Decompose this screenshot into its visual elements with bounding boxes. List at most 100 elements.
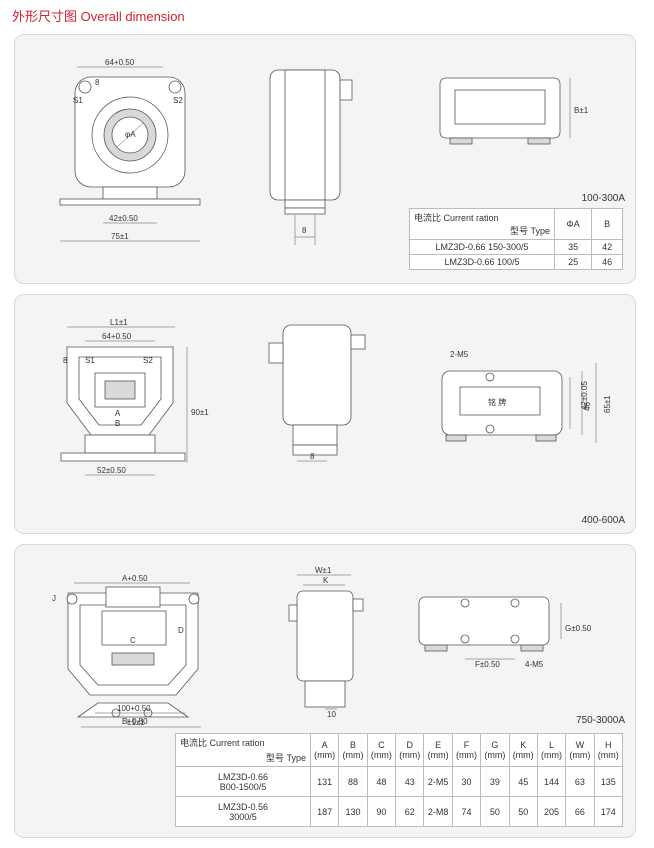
cell-value: 144 xyxy=(536,766,567,797)
cell-value: 130 xyxy=(338,796,368,827)
panel-400-600a: L1±1 64+0.50 8 S1 S2 A B 90±1 52±0.50 8 … xyxy=(14,294,636,534)
dim-side-8: 8 xyxy=(302,226,307,235)
dim-b: B+0.50 xyxy=(122,717,148,726)
range-label: 400-600A xyxy=(581,515,625,526)
top-view-drawing: 2-M5 铭 牌 42±0.05 46 65±1 xyxy=(441,350,612,443)
cell-type: LMZ3D-0.66 100/5 xyxy=(409,254,555,270)
table-row: LMZ3D-0.66 150-300/5 35 42 xyxy=(409,239,623,255)
dim-75: 75±1 xyxy=(111,232,129,241)
nameplate-label: 铭 牌 xyxy=(488,397,506,407)
spec-table-1: 电流比 Current ration 型号 Type ΦA B LMZ3D-0.… xyxy=(409,208,623,270)
dim-height-90: 90±1 xyxy=(191,408,209,417)
cell-value: 88 xyxy=(338,766,368,797)
cell-value: 45 xyxy=(508,766,538,797)
dim-width-64: 64+0.50 xyxy=(105,58,135,67)
col-header: C(mm) xyxy=(366,733,397,767)
front-view-drawing: A+0.50 J C D B+0.50 xyxy=(52,574,200,726)
table-header-row: 电流比 Current ration 型号 Type ΦA B xyxy=(409,208,623,240)
header-diagonal: 电流比 Current ration 型号 Type xyxy=(409,208,555,240)
col-header: H(mm) xyxy=(593,733,624,767)
dim-42: 42±0.50 xyxy=(109,214,138,223)
dim-a: A xyxy=(115,409,121,418)
col-header: L(mm) xyxy=(536,733,567,767)
dim-j: J xyxy=(52,594,56,603)
table-header-row: 电流比 Current ration 型号 Type A(mm) B(mm) C… xyxy=(175,733,624,767)
col-header: A(mm) xyxy=(309,733,340,767)
range-label: 100-300A xyxy=(581,193,625,204)
dim-52: 52±0.50 xyxy=(97,466,126,475)
dim-side-10: 10 xyxy=(327,710,336,719)
range-label: 750-3000A xyxy=(576,715,625,726)
dim-c: C xyxy=(130,636,136,645)
bottom-dims: 100+0.50 L1±1 xyxy=(81,704,201,728)
cell-value: 46 xyxy=(591,254,623,270)
cell-value: 205 xyxy=(536,796,567,827)
terminal-s2: S2 xyxy=(143,356,153,365)
terminal-s1: S1 xyxy=(85,356,95,365)
dim-width-64: 64+0.50 xyxy=(102,332,132,341)
col-header: F(mm) xyxy=(451,733,482,767)
cell-value: 174 xyxy=(593,796,624,827)
dim-d: D xyxy=(178,626,184,635)
top-view-drawing: B±1 xyxy=(439,77,589,145)
cell-type: LMZ3D-0.66 150-300/5 xyxy=(409,239,555,255)
header-current-ration: 电流比 Current ration xyxy=(180,738,265,748)
col-b: B xyxy=(591,208,623,240)
cell-value: 50 xyxy=(480,796,510,827)
col-header: K(mm) xyxy=(508,733,538,767)
dim-4-m5: 4-M5 xyxy=(525,660,544,669)
dim-l1: L1±1 xyxy=(127,718,145,727)
page-heading: 外形尺寸图 Overall dimension xyxy=(12,9,185,24)
front-view-drawing: L1±1 64+0.50 8 S1 S2 A B 90±1 52±0.50 xyxy=(60,318,209,476)
cell-value: 2-M8 xyxy=(423,796,453,827)
cell-value: 63 xyxy=(565,766,595,797)
top-view-drawing: G±0.50 F±0.50 4-M5 xyxy=(418,596,592,669)
cell-value: 135 xyxy=(593,766,624,797)
side-view-drawing: W±1 K 10 xyxy=(288,566,364,719)
col-header: E(mm) xyxy=(423,733,453,767)
spec-table-2: 电流比 Current ration 型号 Type A(mm) B(mm) C… xyxy=(175,733,624,827)
dim-65: 65±1 xyxy=(603,395,612,413)
cell-value: 74 xyxy=(451,796,482,827)
dim-f: F±0.50 xyxy=(475,660,500,669)
terminal-s2: S2 xyxy=(173,96,183,105)
header-type: 型号 Type xyxy=(509,226,550,236)
cell-value: 30 xyxy=(451,766,482,797)
cell-value: 187 xyxy=(309,796,340,827)
cell-value: 42 xyxy=(591,239,623,255)
dim-b: B±1 xyxy=(574,106,589,115)
dim-8: 8 xyxy=(63,356,68,365)
dim-46: 46 xyxy=(583,402,592,411)
dim-k: K xyxy=(323,576,329,585)
col-header: W(mm) xyxy=(565,733,595,767)
terminal-s1: S1 xyxy=(73,96,83,105)
dim-100: 100+0.50 xyxy=(117,704,151,713)
panel-100-300a: 64+0.50 S1 S2 8 φA 42±0.50 75±1 8 B±1 xyxy=(14,34,636,284)
cell-value: 66 xyxy=(565,796,595,827)
cell-value: 50 xyxy=(508,796,538,827)
header-current-ration: 电流比 Current ration xyxy=(414,213,499,223)
dim-a: A+0.50 xyxy=(122,574,148,583)
dim-2-m5: 2-M5 xyxy=(450,350,469,359)
side-view-drawing: 8 xyxy=(268,324,366,462)
cell-value: 2-M5 xyxy=(423,766,453,797)
dim-g: G±0.50 xyxy=(565,624,592,633)
side-view-drawing: 8 xyxy=(269,69,353,245)
cell-value: 43 xyxy=(395,766,425,797)
header-type: 型号 Type xyxy=(265,753,306,763)
dim-b: B xyxy=(115,419,120,428)
dim-l1: L1±1 xyxy=(110,318,128,327)
table-row: LMZ3D-0.66 100/5 25 46 xyxy=(409,254,623,270)
col-phi-a: ΦA xyxy=(553,208,593,240)
dim-w: W±1 xyxy=(315,566,332,575)
dim-phi-a: φA xyxy=(125,130,136,139)
dim-side-8: 8 xyxy=(310,452,315,461)
cell-value: 62 xyxy=(395,796,425,827)
cell-value: 90 xyxy=(366,796,397,827)
cell-value: 131 xyxy=(309,766,340,797)
dim-8: 8 xyxy=(95,78,100,87)
cell-value: 25 xyxy=(553,254,593,270)
